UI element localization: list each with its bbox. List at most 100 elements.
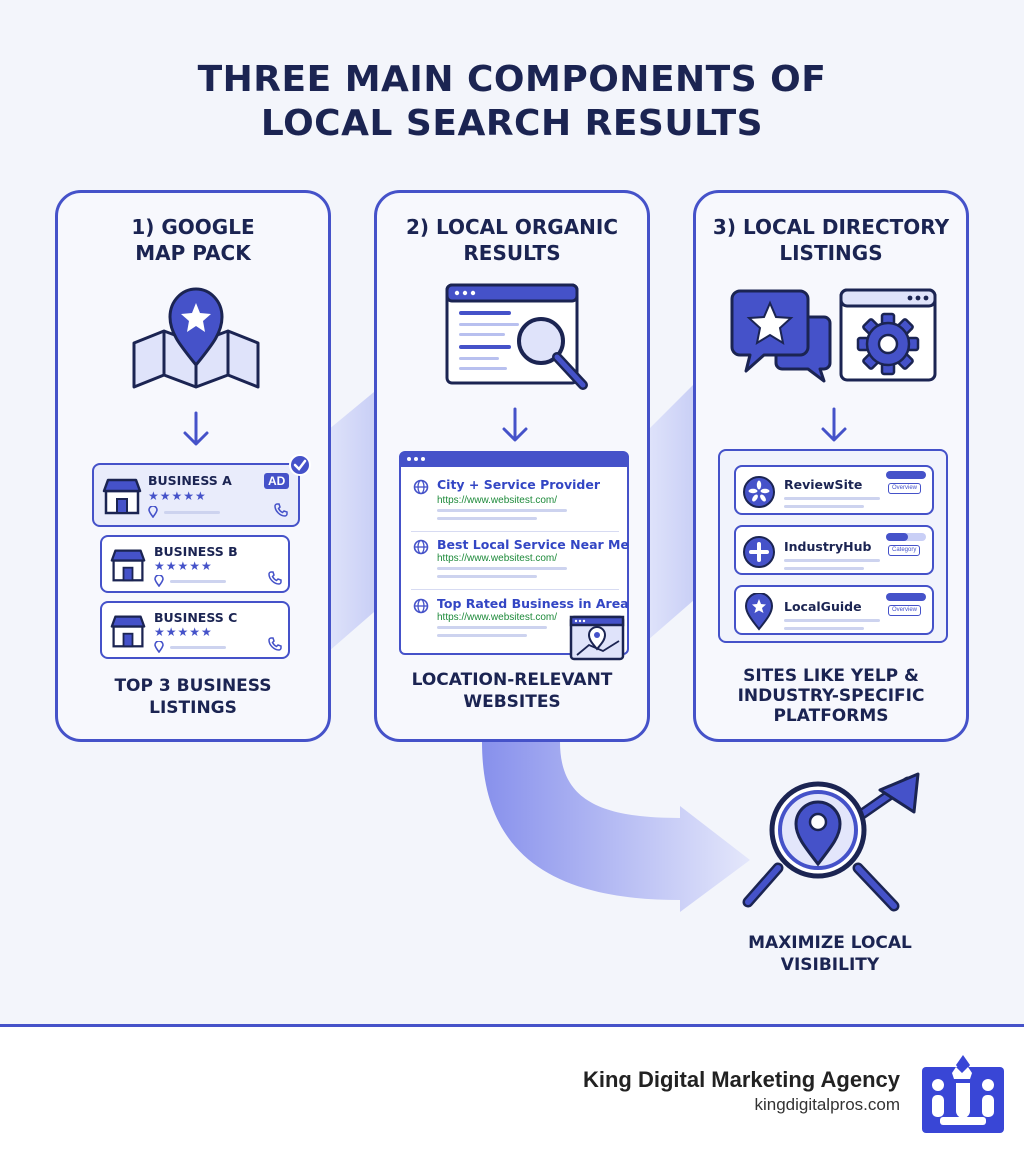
goal-line-2: VISIBILITY	[780, 955, 880, 975]
result-title[interactable]: City + Service Provider	[437, 477, 601, 492]
brand-url-link[interactable]: kingdigitalpros.com	[754, 1095, 900, 1114]
caption-line-1: TOP 3 BUSINESS	[114, 676, 272, 696]
caption-line-2: LISTINGS	[149, 698, 237, 718]
rating-dots	[886, 533, 926, 541]
browser-search-icon	[445, 283, 588, 390]
card-local-directory-listings: 3) LOCAL DIRECTORY LISTINGS	[693, 190, 969, 742]
result-url: https://www.websitest.com/	[437, 612, 558, 623]
detail-line	[784, 627, 864, 630]
verified-check-icon	[289, 454, 311, 476]
search-result-3[interactable]: Top Rated Business in Area https://www.w…	[401, 590, 629, 650]
main-title-line-2: LOCAL SEARCH RESULTS	[260, 103, 764, 144]
brand-name: King Digital Marketing Agency	[582, 1067, 900, 1092]
card-title-line-1: 2) LOCAL ORGANIC	[405, 215, 619, 239]
address-line	[164, 511, 220, 514]
address-line	[170, 646, 226, 649]
card-local-organic-results: 2) LOCAL ORGANIC RESULTS	[374, 190, 650, 742]
rating-stars: ★★★★★	[154, 559, 213, 573]
listing-name: BUSINESS A	[148, 473, 232, 488]
site-name: IndustryHub	[784, 539, 872, 554]
settings-window-icon	[839, 288, 937, 382]
connector-bands	[328, 384, 750, 912]
down-arrow-icon	[502, 407, 528, 442]
footer: King Digital Marketing Agency kingdigita…	[0, 1024, 1024, 1157]
snippet-line	[437, 567, 567, 570]
site-name: LocalGuide	[784, 599, 862, 614]
globe-icon	[413, 479, 429, 495]
result-title[interactable]: Best Local Service Near Me	[437, 537, 629, 552]
search-results-window: City + Service Provider https://www.webs…	[399, 451, 629, 661]
directory-panel: ReviewSite Overview IndustryHub Category	[718, 449, 948, 643]
detail-line	[784, 497, 880, 500]
plus-icon	[743, 536, 775, 568]
divider	[411, 531, 619, 532]
main-title-line-1: THREE MAIN COMPONENTS OF	[197, 59, 827, 100]
caption-line-3: PLATFORMS	[773, 706, 889, 726]
site-tag: Overview	[888, 483, 922, 494]
ad-badge: AD	[264, 473, 290, 489]
location-pin-icon	[154, 641, 164, 653]
map-pin-icon	[132, 287, 260, 389]
directory-listing-localguide[interactable]: LocalGuide Overview	[734, 585, 934, 635]
phone-icon	[268, 637, 282, 651]
card-title-line-2: RESULTS	[463, 241, 561, 265]
site-tag: Overview	[888, 605, 922, 616]
snippet-line	[437, 517, 537, 520]
storefront-icon	[110, 615, 146, 648]
divider	[411, 589, 619, 590]
yelp-burst-icon	[743, 476, 775, 508]
site-name: ReviewSite	[784, 477, 863, 492]
search-result-2[interactable]: Best Local Service Near Me https://www.w…	[401, 531, 629, 589]
map-window-icon	[569, 615, 625, 661]
star-pin-icon	[744, 593, 774, 631]
listing-business-c[interactable]: BUSINESS C ★★★★★	[100, 601, 290, 659]
window-titlebar	[401, 453, 627, 467]
goal-line-1: MAXIMIZE LOCAL	[748, 933, 912, 953]
listing-business-a[interactable]: BUSINESS A ★★★★★ AD	[92, 454, 311, 527]
down-arrow-icon	[183, 411, 209, 446]
caption-line-2: INDUSTRY-SPECIFIC	[737, 686, 925, 706]
rating-dots	[886, 593, 926, 601]
card-title-line-2: LISTINGS	[779, 241, 883, 265]
snippet-line	[437, 634, 527, 637]
visibility-growth-icon	[742, 772, 920, 912]
snippet-line	[437, 575, 537, 578]
card-title-line-2: MAP PACK	[135, 241, 251, 265]
detail-line	[784, 619, 880, 622]
card-google-map-pack: 1) GOOGLE MAP PACK BUSINESS A ★★★★★ AD	[55, 190, 331, 742]
search-result-1[interactable]: City + Service Provider https://www.webs…	[401, 471, 627, 529]
site-tag: Category	[888, 545, 921, 556]
caption-line-1: LOCATION-RELEVANT	[411, 670, 613, 690]
snippet-line	[437, 509, 567, 512]
directory-listing-reviewsite[interactable]: ReviewSite Overview	[734, 465, 934, 515]
storefront-icon	[110, 549, 146, 582]
address-line	[170, 580, 226, 583]
result-title[interactable]: Top Rated Business in Area	[437, 596, 629, 611]
down-arrow-icon	[821, 407, 847, 442]
phone-icon	[274, 503, 288, 517]
brand-block: King Digital Marketing Agency kingdigita…	[583, 1067, 900, 1115]
caption-line-2: WEBSITES	[463, 692, 561, 712]
result-url: https://www.websitest.com/	[437, 495, 558, 506]
detail-line	[784, 505, 864, 508]
detail-line	[784, 559, 880, 562]
review-chat-icon	[730, 289, 832, 383]
listing-name: BUSINESS C	[154, 610, 238, 625]
listing-business-b[interactable]: BUSINESS B ★★★★★	[100, 535, 290, 593]
caption-line-1: SITES LIKE YELP &	[743, 666, 919, 686]
phone-icon	[268, 571, 282, 585]
directory-listing-industryhub[interactable]: IndustryHub Category	[734, 525, 934, 575]
storefront-icon	[102, 478, 142, 515]
result-url: https://www.websitest.com/	[437, 553, 558, 564]
listing-name: BUSINESS B	[154, 544, 238, 559]
snippet-line	[437, 626, 547, 629]
globe-icon	[413, 598, 429, 614]
rating-stars: ★★★★★	[154, 625, 213, 639]
location-pin-icon	[148, 506, 158, 518]
king-logo-icon	[922, 1055, 1004, 1133]
rating-stars: ★★★★★	[148, 489, 207, 503]
detail-line	[784, 567, 864, 570]
rating-dots	[886, 471, 926, 479]
card-title-line-1: 3) LOCAL DIRECTORY	[712, 215, 950, 239]
